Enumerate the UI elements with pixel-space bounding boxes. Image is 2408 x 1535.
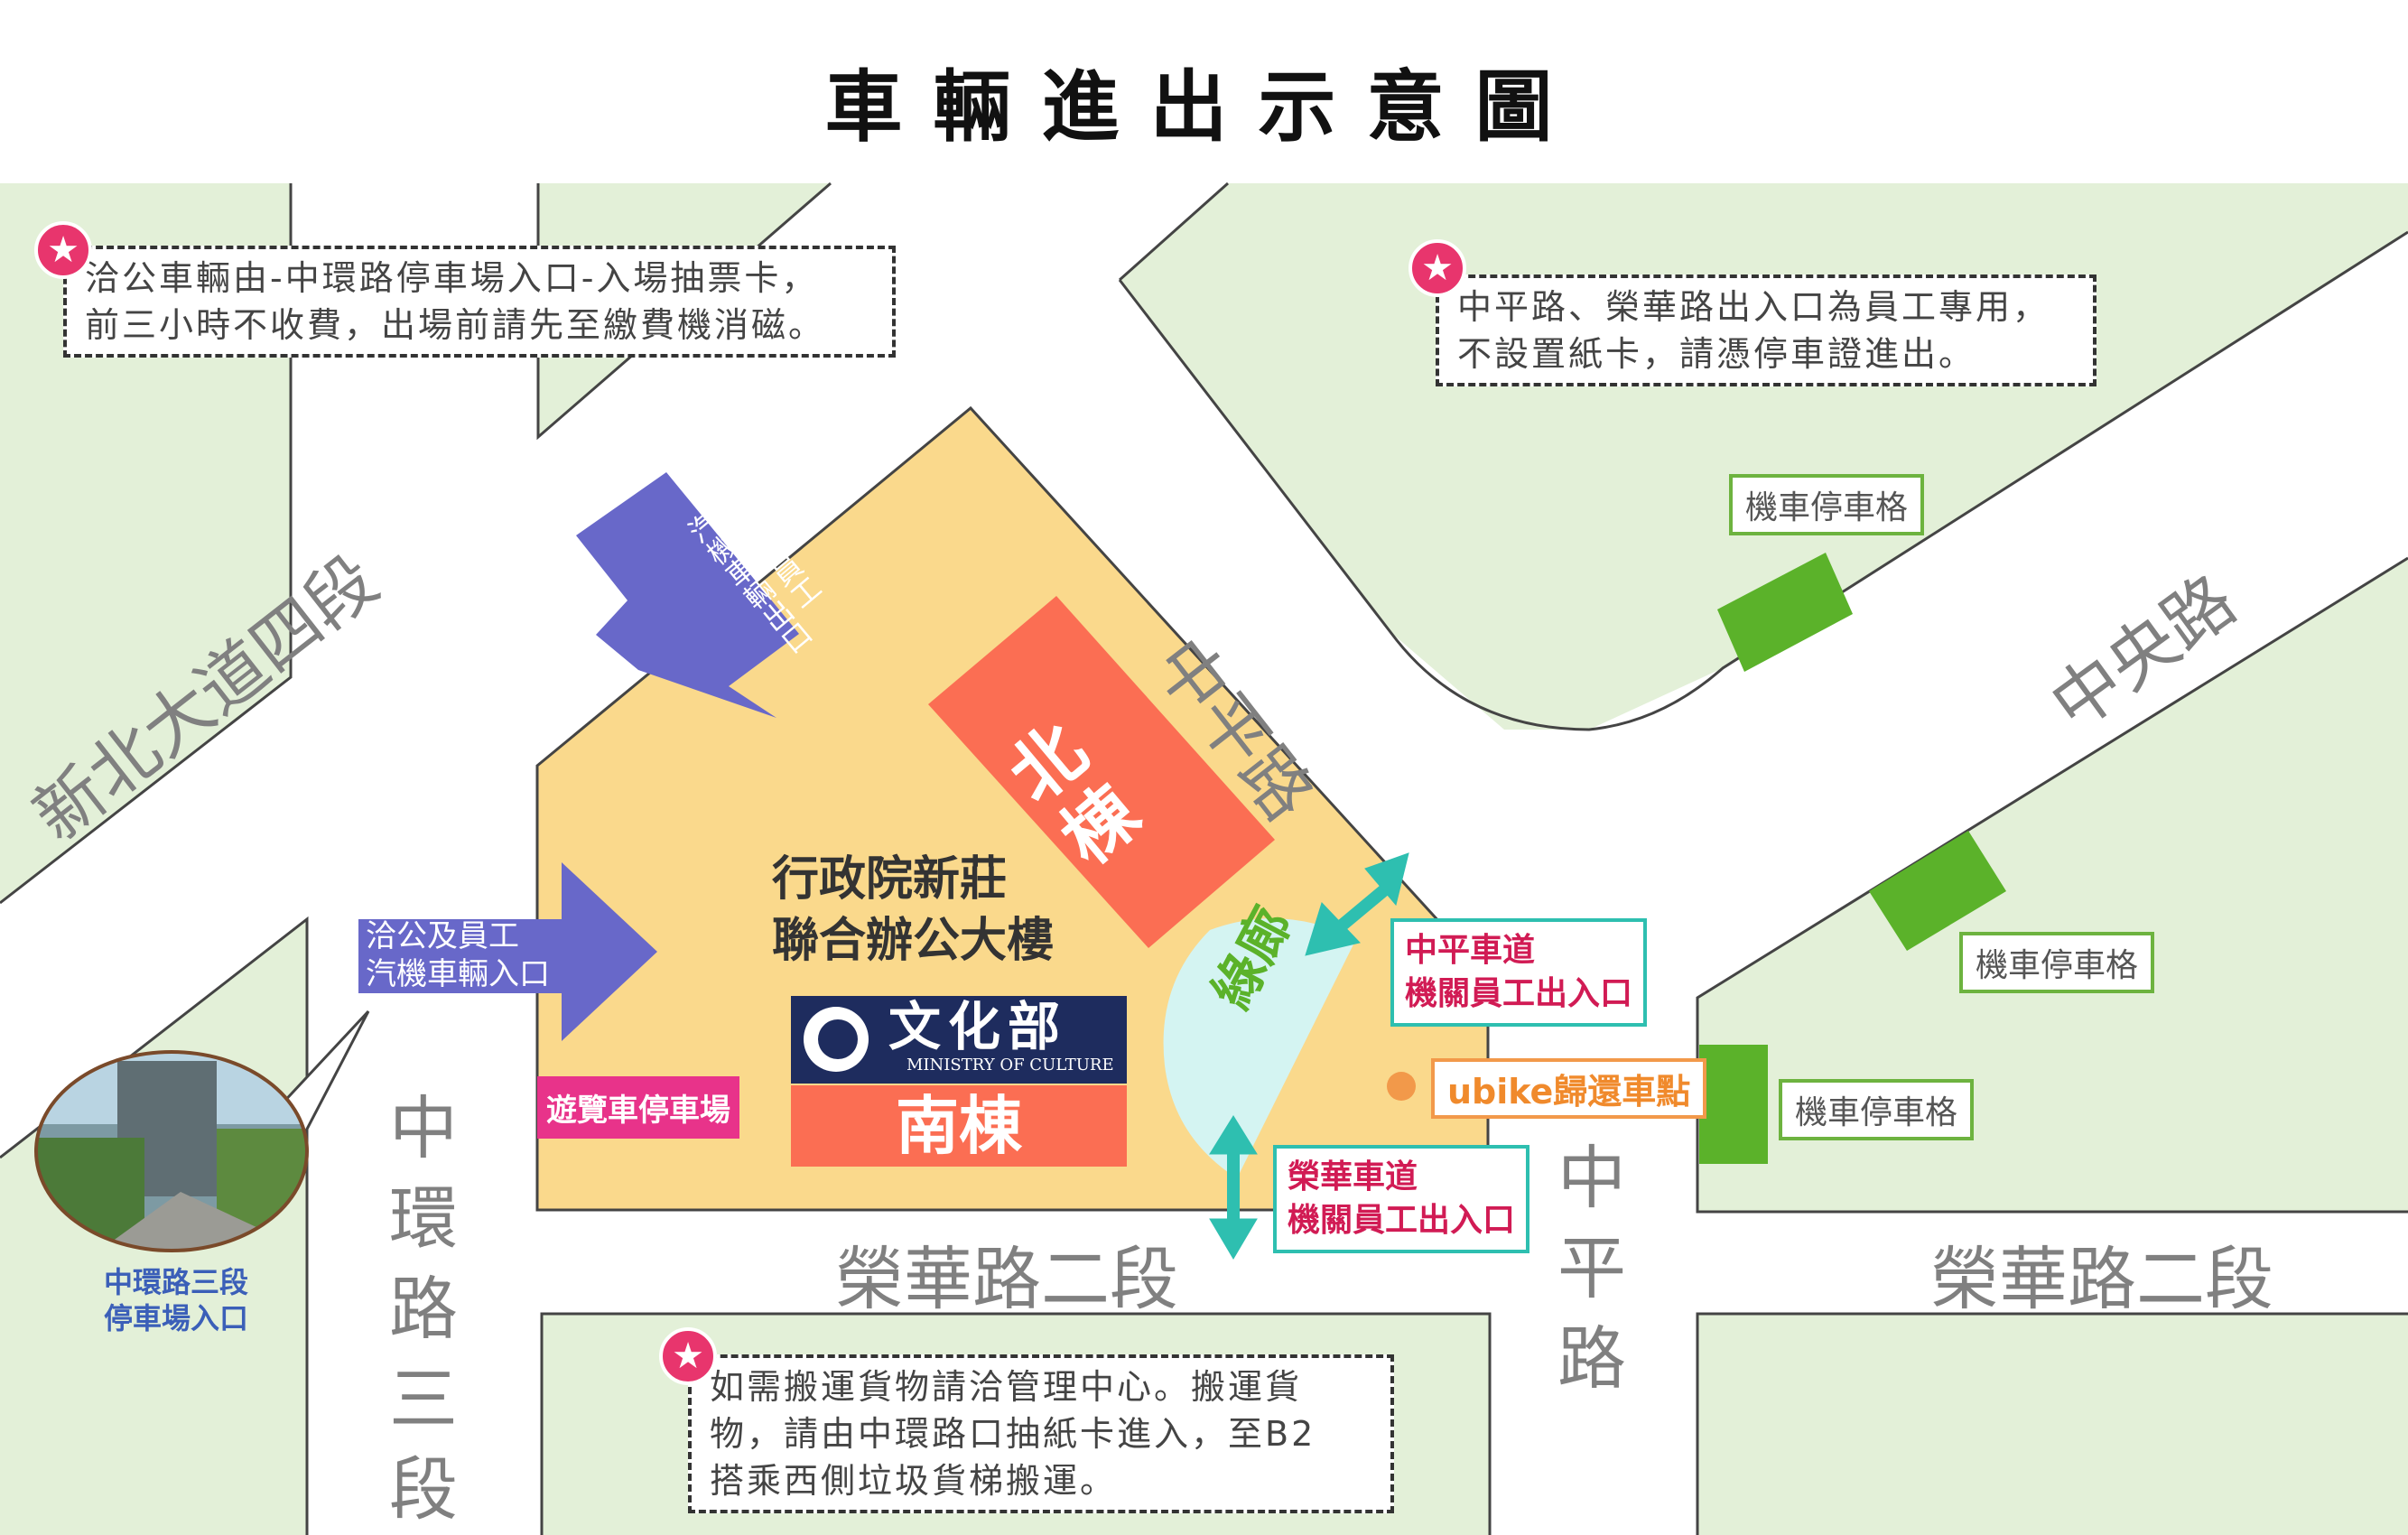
north-block <box>928 596 1275 948</box>
note-staff-only: 中平路、榮華路出入口為員工專用， 不設置紙卡，請憑停車證進出。 <box>1436 274 2097 386</box>
moto-parking-3 <box>1699 1045 1768 1164</box>
star-icon: ★ <box>34 221 92 279</box>
bus-parking-label: 遊覽車停車場 <box>537 1076 739 1139</box>
green-block-se <box>1697 1314 2408 1535</box>
zhongping-ramp-label: 中平車道 機關員工出入口 <box>1390 918 1648 1027</box>
ronghua-ramp-label: 榮華車道 機關員工出入口 <box>1273 1145 1530 1253</box>
zhongping-ramp-arrow <box>1305 852 1409 956</box>
parking-entrance-photo <box>36 1052 307 1251</box>
road-zhongping-lower: 中平路 <box>1557 1138 1626 1399</box>
entrance-arrow[interactable] <box>358 862 657 1041</box>
south-block-label: 南棟 <box>896 1089 1022 1163</box>
ronghua-ramp-arrow <box>1209 1115 1258 1260</box>
star-icon: ★ <box>659 1327 717 1385</box>
road-ronghua-left: 榮華路二段 <box>835 1239 1178 1319</box>
exit-arrow[interactable] <box>576 472 799 718</box>
photo-caption: 中環路三段 停車場入口 <box>103 1265 248 1335</box>
moto-parking-1 <box>1717 553 1853 672</box>
ubike-return-label: ubike歸還車點 <box>1431 1058 1707 1119</box>
logo-cn: 文化部 <box>888 996 1068 1057</box>
logo-emblem-inner <box>818 1019 858 1059</box>
entrance-arrow-label: 洽公及員工 汽機車輛入口 <box>366 918 550 992</box>
green-corridor-shape <box>1163 918 1356 1178</box>
map-title: 車輛進出示意圖 <box>824 62 1584 153</box>
star-icon: ★ <box>1409 239 1466 297</box>
road-zhonghuan: 中環路三段 <box>389 1088 458 1530</box>
note-visitor-parking: 洽公車輛由-中環路停車場入口-入場抽票卡， 前三小時不收費，出場前請先至繳費機消… <box>63 246 896 358</box>
moto-parking-label-2: 機車停車格 <box>1959 932 2155 993</box>
ministry-logo: 文化部 MINISTRY OF CULTURE <box>791 996 1127 1084</box>
south-block <box>791 1085 1127 1167</box>
moto-parking-2 <box>1869 831 2006 951</box>
logo-en: MINISTRY OF CULTURE <box>906 1056 1114 1074</box>
green-block-east <box>1697 558 2408 1212</box>
building-name: 行政院新莊 聯合辦公大樓 <box>772 852 1055 968</box>
ubike-dot <box>1387 1072 1416 1101</box>
green-block-nw <box>0 183 291 903</box>
moto-parking-label-3: 機車停車格 <box>1779 1079 1975 1140</box>
note-cargo: 如需搬運貨物請洽管理中心。搬運貨 物，請由中環路口抽紙卡進入，至B2 搭乘西側垃… <box>688 1354 1394 1513</box>
moto-parking-label-1: 機車停車格 <box>1729 474 1925 535</box>
road-ronghua-right: 榮華路二段 <box>1930 1239 2273 1319</box>
